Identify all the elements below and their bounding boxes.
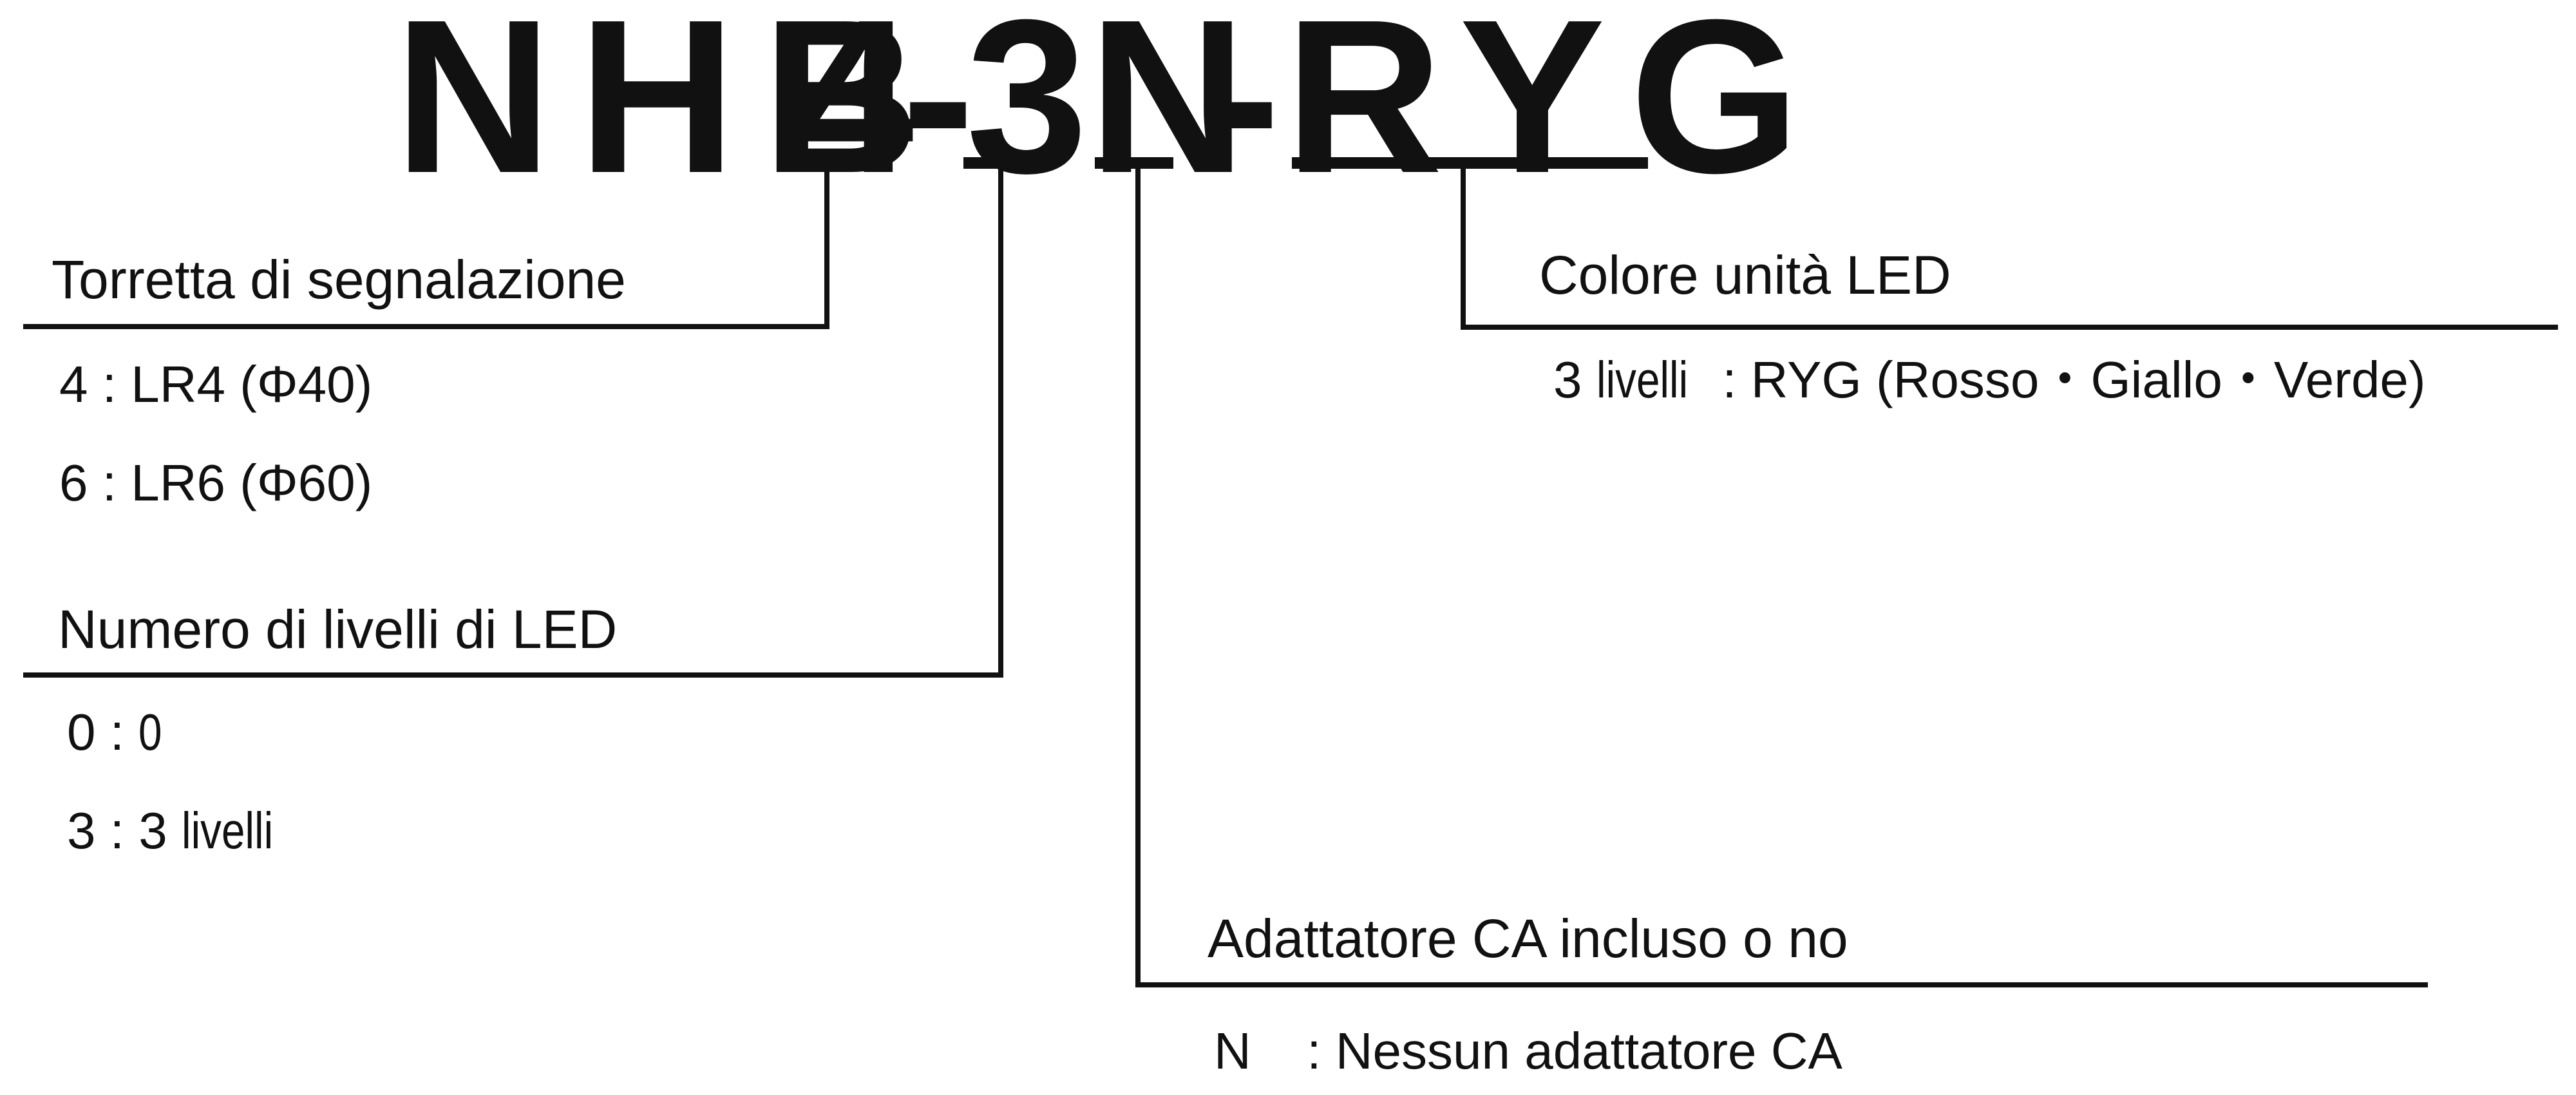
connector-adapter-vertical [1135, 161, 1141, 987]
underline-adapter [1095, 157, 1173, 169]
option-code: 4 [59, 356, 88, 413]
option-value: 0 [138, 703, 162, 761]
option-code: 0 [67, 703, 96, 761]
levels-option-3: 3 : 3 livelli [67, 805, 293, 857]
option-code: N [1214, 1022, 1251, 1080]
option-value-number: 3 [138, 802, 167, 859]
adapter-title: Adattatore CA incluso o no [1208, 908, 1848, 969]
connector-levels-vertical [998, 161, 1003, 678]
option-code-number: 3 [1553, 351, 1582, 408]
option-value: LR4 (Φ40) [131, 356, 373, 413]
option-separator: : [102, 454, 117, 511]
color-option-3: 3 livelli : RYG (Rosso・Giallo・Verde) [1553, 354, 2426, 406]
levels-option-0: 0 : 0 [67, 707, 167, 758]
option-code: 6 [59, 454, 88, 511]
connector-adapter-horizontal [1135, 982, 2428, 987]
underline-tower [791, 157, 869, 169]
option-separator: : [109, 802, 124, 859]
tower-option-4: 4 : LR4 (Φ40) [59, 359, 372, 410]
code-prefix: NHB [394, 0, 946, 219]
connector-levels-horizontal [23, 672, 1003, 678]
code-dash-2: - [1208, 0, 1281, 219]
underline-color [1292, 157, 1648, 169]
option-value: RYG (Rosso・Giallo・Verde) [1750, 351, 2426, 408]
option-separator: : [102, 356, 117, 413]
option-value: LR6 (Φ60) [131, 454, 373, 511]
option-code: 3 [67, 802, 96, 859]
color-title: Colore unità LED [1539, 245, 1951, 305]
option-separator: : [109, 703, 124, 761]
code-segment-levels: 3 [966, 0, 1088, 219]
tower-option-6: 6 : LR6 (Φ60) [59, 457, 372, 509]
connector-color-vertical [1461, 161, 1466, 330]
option-value: Nessun adattatore CA [1335, 1022, 1842, 1080]
tower-title: Torretta di segnalazione [52, 249, 626, 310]
connector-tower-vertical [824, 161, 829, 329]
option-value-unit: livelli [181, 802, 274, 859]
option-separator: : [1307, 1022, 1321, 1080]
option-code-unit: livelli [1596, 351, 1688, 408]
option-separator: : [1722, 351, 1737, 408]
adapter-option-n: N : Nessun adattatore CA [1214, 1025, 1842, 1077]
code-segment-color: RYG [1285, 0, 1825, 219]
code-segment-adapter: N [1088, 0, 1247, 219]
code-dash-1: - [902, 0, 975, 219]
code-segment-tower: 4 [792, 0, 914, 219]
levels-title: Numero di livelli di LED [58, 599, 618, 660]
connector-color-horizontal [1461, 325, 2558, 330]
underline-levels [963, 157, 1043, 169]
connector-tower-horizontal [23, 324, 829, 329]
